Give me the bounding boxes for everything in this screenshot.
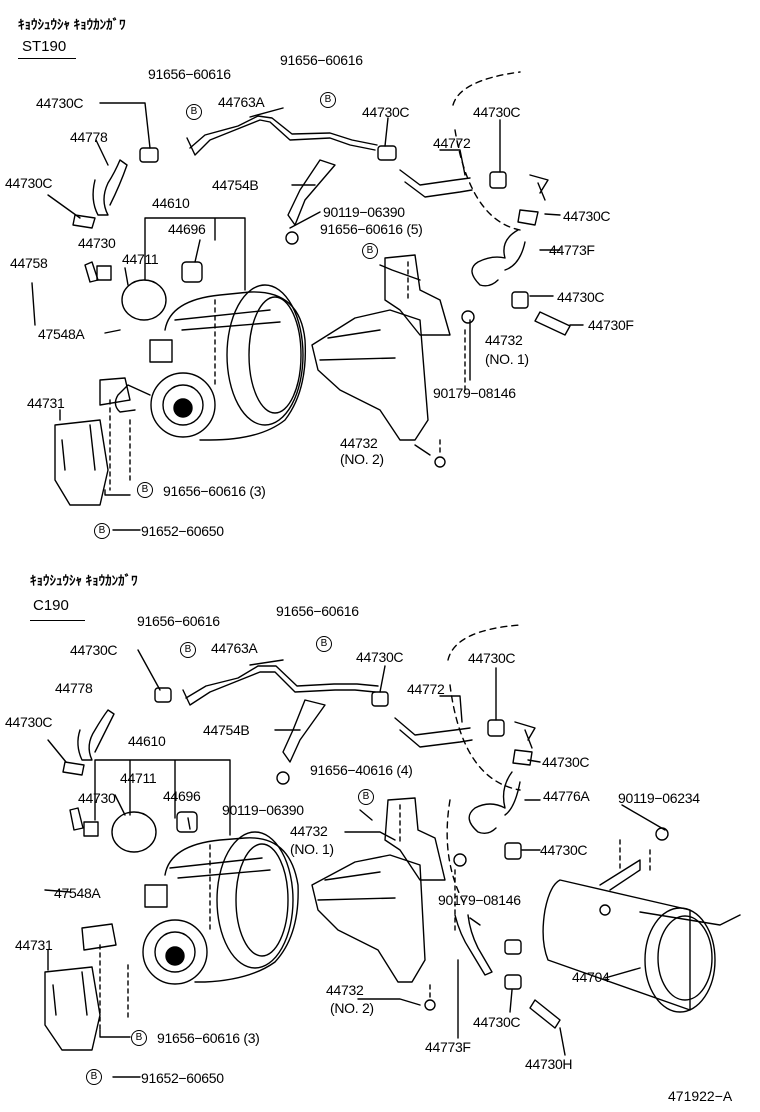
part-label: 91656−60616	[137, 613, 220, 629]
part-label: 44778	[70, 129, 108, 145]
part-label: 44730C	[362, 104, 410, 120]
part-label: 44711	[122, 251, 159, 267]
part-label: 44754B	[212, 177, 259, 193]
bolt-b-marker: B	[137, 482, 153, 498]
part-label: 44730F	[588, 317, 634, 333]
part-label: 44732	[340, 435, 378, 451]
bolt-b-marker: B	[316, 636, 332, 652]
part-label: 44730C	[36, 95, 84, 111]
part-label: (NO. 2)	[340, 451, 384, 467]
part-label: 91656−60616	[280, 52, 363, 68]
part-label: 44730H	[525, 1056, 573, 1072]
part-label: (NO. 2)	[330, 1000, 374, 1016]
part-label: 44772	[407, 681, 445, 697]
section-title: ｷｮｳｼｭｳｼｬ ｷｮｳｶﾝｶﾞﾜ	[30, 573, 138, 588]
st190-drawing	[31, 71, 584, 531]
part-label: 44731	[27, 395, 65, 411]
part-label: 44711	[120, 770, 157, 786]
part-label: 44778	[55, 680, 93, 696]
part-label: 44730C	[540, 842, 588, 858]
part-label: 44730C	[5, 175, 53, 191]
part-label: 44754B	[203, 722, 250, 738]
figure-reference: 471922−A	[668, 1088, 733, 1104]
bolt-b-marker: B	[320, 92, 336, 108]
bolt-b-marker: B	[180, 642, 196, 658]
part-label: 44730C	[557, 289, 605, 305]
part-label: 44732	[485, 332, 523, 348]
part-label: 44730C	[542, 754, 590, 770]
bolt-b-marker: B	[186, 104, 202, 120]
part-label: 44730C	[563, 208, 611, 224]
part-label: 44758	[10, 255, 48, 271]
part-label: 44763A	[218, 94, 265, 110]
part-label: 44730	[78, 790, 116, 806]
part-label: 90179−08146	[438, 892, 521, 908]
part-label: 44696	[168, 221, 206, 237]
section-title: ｷｮｳｼｭｳｼｬ ｷｮｳｶﾝｶﾞﾜ	[18, 17, 126, 32]
part-label: 91656−60616 (3)	[163, 483, 266, 499]
part-label: 44763A	[211, 640, 258, 656]
part-label: 44773F	[425, 1039, 471, 1055]
part-label: 91652−60650	[141, 523, 224, 539]
section-model: ST190	[22, 38, 67, 55]
part-label: 44610	[128, 733, 166, 749]
part-label: 44730C	[468, 650, 516, 666]
part-label: 44730C	[473, 1014, 521, 1030]
part-label: 44731	[15, 937, 53, 953]
part-label: 44772	[433, 135, 471, 151]
part-label: 44610	[152, 195, 190, 211]
part-label: 91656−40616 (4)	[310, 762, 413, 778]
part-label: 91652−60650	[141, 1070, 224, 1086]
model-underline	[18, 58, 76, 59]
part-label: 90119−06390	[222, 802, 304, 818]
part-label: 44773F	[549, 242, 595, 258]
bolt-b-marker: B	[86, 1069, 102, 1085]
part-label: 90119−06390	[323, 204, 405, 220]
part-label: 47548A	[54, 885, 101, 901]
part-label: 44732	[290, 823, 328, 839]
part-label: 44776A	[543, 788, 590, 804]
c190-drawing	[44, 624, 741, 1078]
part-label: 47548A	[38, 326, 85, 342]
part-label: 91656−60616	[276, 603, 359, 619]
bolt-b-marker: B	[362, 243, 378, 259]
part-label: 91656−60616 (5)	[320, 221, 423, 237]
bolt-b-marker: B	[358, 789, 374, 805]
bolt-b-marker: B	[94, 523, 110, 539]
part-label: 44696	[163, 788, 201, 804]
section-model: C190	[33, 597, 69, 614]
part-label: 44730C	[5, 714, 53, 730]
part-label: 90119−06234	[618, 790, 700, 806]
bolt-b-marker: B	[131, 1030, 147, 1046]
part-label: 44732	[326, 982, 364, 998]
model-underline	[30, 620, 85, 621]
part-label: 91656−60616 (3)	[157, 1030, 260, 1046]
part-label: (NO. 1)	[485, 351, 529, 367]
part-label: 90179−08146	[433, 385, 516, 401]
part-label: 44730C	[356, 649, 404, 665]
part-label: (NO. 1)	[290, 841, 334, 857]
part-label: 44730C	[473, 104, 521, 120]
part-label: 44704	[572, 969, 610, 985]
part-label: 44730C	[70, 642, 118, 658]
part-label: 91656−60616	[148, 66, 231, 82]
part-label: 44730	[78, 235, 116, 251]
